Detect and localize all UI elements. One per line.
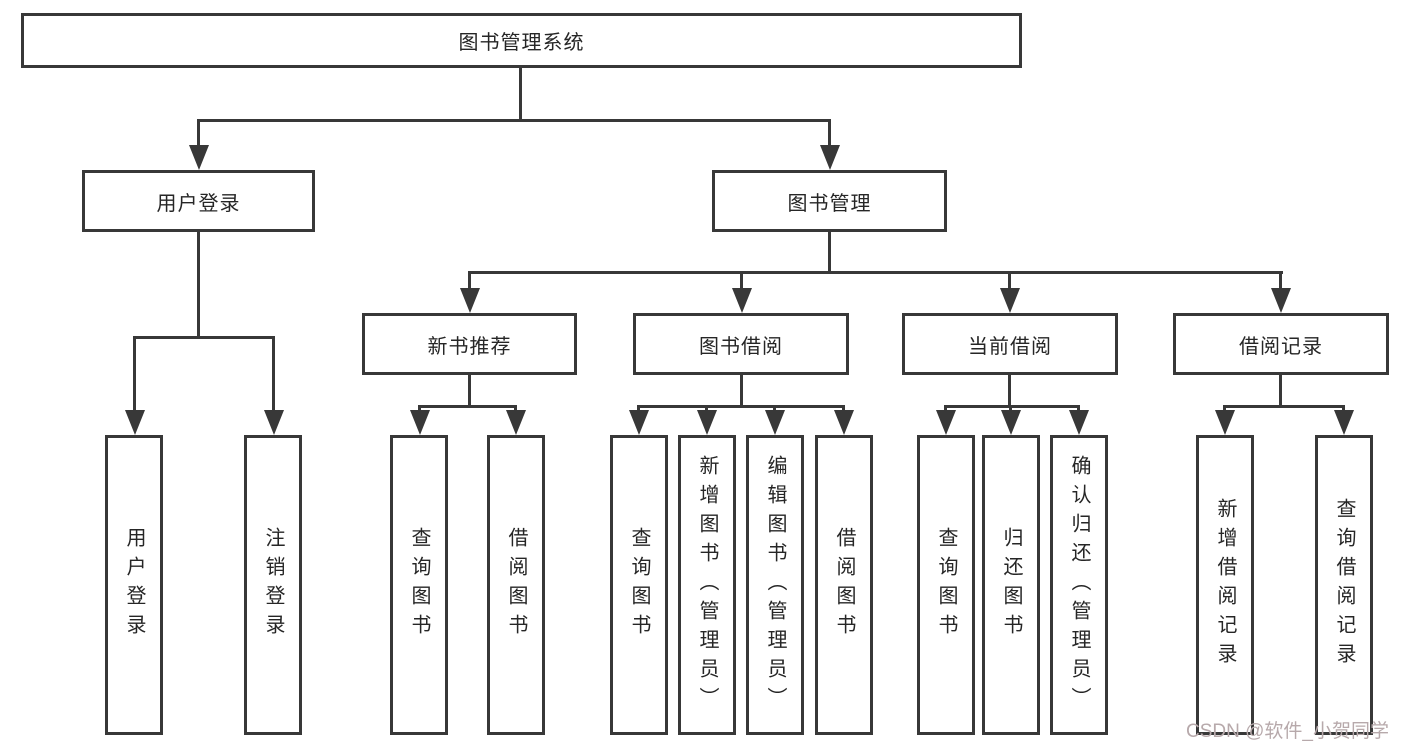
arrow-down-icon	[628, 405, 649, 435]
node-label: 借阅图书	[505, 527, 527, 643]
connector-stem	[740, 375, 743, 407]
arrow-down-icon	[696, 405, 717, 435]
node-label: 用户登录	[156, 192, 241, 215]
connector-rail	[197, 119, 831, 122]
node-label: 借阅记录	[1239, 335, 1323, 358]
arrow-down-icon	[188, 119, 209, 170]
connector-rail	[133, 336, 275, 339]
arrow-down-icon	[1068, 405, 1089, 435]
node-new-book-recommendation: 新书推荐	[362, 313, 577, 375]
leaf-query-books-recommend: 查询图书	[390, 435, 448, 735]
arrow-down-icon	[505, 405, 526, 435]
node-borrowing-records: 借阅记录	[1173, 313, 1389, 375]
connector-rail	[1223, 405, 1345, 408]
leaf-borrow-books-recommend: 借阅图书	[487, 435, 545, 735]
arrow-down-icon	[731, 271, 752, 313]
node-label: 图书借阅	[699, 335, 783, 358]
node-current-borrowing: 当前借阅	[902, 313, 1118, 375]
node-user-login: 用户登录	[82, 170, 315, 232]
node-label: 注销登录	[262, 527, 284, 643]
leaf-confirm-return-admin: 确认归还（管理员）	[1050, 435, 1108, 735]
node-label: 当前借阅	[968, 335, 1052, 358]
leaf-query-books-current: 查询图书	[917, 435, 975, 735]
arrow-down-icon	[764, 405, 785, 435]
connector-stem	[828, 232, 831, 273]
arrow-down-icon	[819, 119, 840, 170]
arrow-down-icon	[935, 405, 956, 435]
node-label: 编辑图书（管理员）	[764, 454, 786, 716]
node-label: 确认归还（管理员）	[1068, 454, 1090, 716]
node-label: 查询借阅记录	[1333, 498, 1355, 672]
leaf-add-books-admin: 新增图书（管理员）	[678, 435, 736, 735]
node-label: 新增借阅记录	[1214, 498, 1236, 672]
arrow-down-icon	[459, 271, 480, 313]
arrow-down-icon	[263, 336, 284, 435]
arrow-down-icon	[124, 336, 145, 435]
connector-stem	[197, 232, 200, 337]
arrow-down-icon	[1333, 405, 1354, 435]
leaf-query-borrow-record: 查询借阅记录	[1315, 435, 1373, 735]
leaf-user-login: 用户登录	[105, 435, 163, 735]
node-label: 用户登录	[123, 527, 145, 643]
arrow-down-icon	[1000, 405, 1021, 435]
node-label: 借阅图书	[833, 527, 855, 643]
connector-rail	[468, 271, 1283, 274]
node-label: 新书推荐	[427, 335, 512, 358]
node-label: 归还图书	[1000, 527, 1022, 643]
connector-rail	[418, 405, 517, 408]
connector-stem	[519, 68, 522, 121]
node-label: 图书管理	[787, 192, 872, 215]
leaf-return-books: 归还图书	[982, 435, 1040, 735]
connector-rail	[944, 405, 1080, 408]
connector-rail	[637, 405, 845, 408]
node-label: 查询图书	[408, 527, 430, 643]
csdn-watermark: CSDN @软件_小贺同学	[1186, 721, 1389, 742]
arrow-down-icon	[833, 405, 854, 435]
leaf-logout: 注销登录	[244, 435, 302, 735]
node-book-borrowing: 图书借阅	[633, 313, 849, 375]
arrow-down-icon	[1214, 405, 1235, 435]
connector-stem	[1008, 375, 1011, 407]
leaf-edit-books-admin: 编辑图书（管理员）	[746, 435, 804, 735]
leaf-add-borrow-record: 新增借阅记录	[1196, 435, 1254, 735]
node-label: 图书管理系统	[458, 32, 585, 54]
node-label: 查询图书	[935, 527, 957, 643]
node-label: 新增图书（管理员）	[696, 454, 718, 716]
arrow-down-icon	[999, 271, 1020, 313]
arrow-down-icon	[409, 405, 430, 435]
leaf-borrow-books: 借阅图书	[815, 435, 873, 735]
node-library-management-system: 图书管理系统	[21, 13, 1022, 68]
arrow-down-icon	[1270, 271, 1291, 313]
node-book-management: 图书管理	[712, 170, 947, 232]
connector-stem	[468, 375, 471, 407]
connector-stem	[1279, 375, 1282, 407]
leaf-query-books-borrow: 查询图书	[610, 435, 668, 735]
node-label: 查询图书	[628, 527, 650, 643]
